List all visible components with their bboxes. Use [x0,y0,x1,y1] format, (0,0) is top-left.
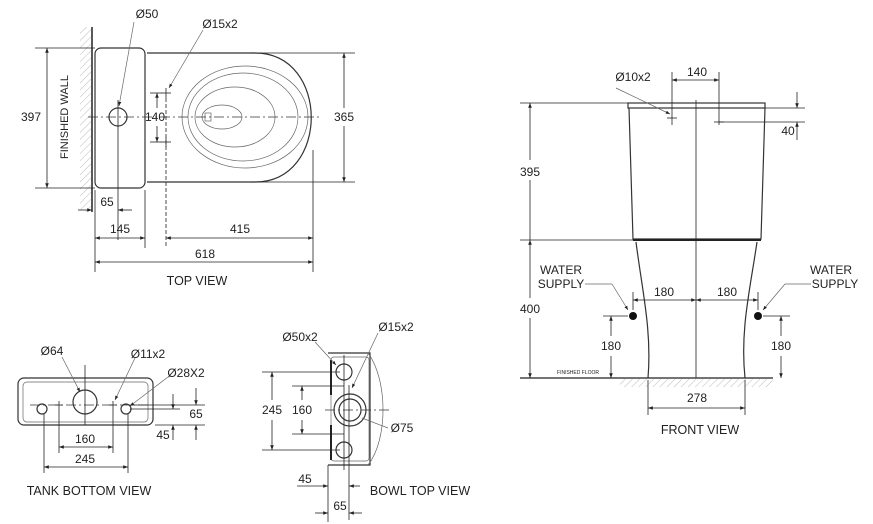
top-view: 397 FINISHED WALL 365 140 65 145 415 618… [21,7,355,288]
dim-395: 395 [520,165,540,179]
callout-small-holes: Ø15x2 [378,320,414,334]
water-supply-right-dot [754,312,762,320]
dim-365: 365 [334,110,354,124]
front-view-title: FRONT VIEW [661,423,739,437]
floor-hatch [620,379,773,387]
callout-small-holes: Ø11x2 [131,347,166,361]
dim-180-left: 180 [654,285,674,299]
top-view-title: TOP VIEW [167,274,228,288]
outlet-hole [72,389,98,415]
hole-right [120,403,132,415]
front-view: FINISHED FLOOR 395 400 140 Ø10x2 40 180 … [520,65,858,437]
dim-140: 140 [145,110,165,124]
wall-hatch [80,27,91,212]
dim-40: 40 [781,124,795,138]
bowl-top-view-title: BOWL TOP VIEW [370,484,470,498]
water-supply-left-dot [629,312,637,320]
finished-floor-label: FINISHED FLOOR [557,370,599,376]
tank-body [628,107,766,240]
dim-400: 400 [520,302,540,316]
callout-holes: Ø10x2 [615,70,651,84]
bowl-pedestal [635,241,758,379]
callout-holes: Ø50x2 [282,330,318,344]
tank-outline [94,47,146,189]
svg-text:WATER: WATER [540,263,582,277]
svg-text:SUPPLY: SUPPLY [812,277,858,291]
tank-lid [627,102,766,109]
hole-left [36,403,48,415]
dim-180-height-left: 180 [601,339,621,353]
dim-160: 160 [75,432,95,446]
water-supply-right-label: WATER SUPPLY [762,263,858,311]
dim-145: 145 [110,222,130,236]
dim-397: 397 [21,110,41,124]
dim-140: 140 [687,65,707,79]
callout-outlet: Ø64 [41,344,64,358]
dim-65: 65 [100,195,114,209]
tank-bottom-view: 160 245 65 45 Ø64 Ø11x2 Ø28X2 TANK BOTTO… [17,344,205,498]
dim-618: 618 [195,247,215,261]
dim-45: 45 [156,428,170,442]
bowl-outline [147,52,312,183]
callout-holes: Ø28X2 [167,366,205,380]
svg-text:WATER: WATER [810,263,852,277]
dim-45: 45 [298,472,312,486]
callout-inlet: Ø75 [391,421,414,435]
tank-bottom-outline [17,377,154,426]
dim-180-height-right: 180 [771,339,791,353]
callout-outlet: Ø50 [136,7,159,21]
callout-holes: Ø15x2 [202,17,238,31]
svg-text:SUPPLY: SUPPLY [538,277,584,291]
dim-245: 245 [75,452,95,466]
dim-415: 415 [230,222,250,236]
dim-278: 278 [687,391,707,405]
bowl-top-view: 245 160 45 65 Ø50x2 Ø15x2 Ø75 BOWL TOP V… [262,320,470,522]
tank-bottom-view-title: TANK BOTTOM VIEW [27,484,152,498]
dim-160: 160 [292,403,312,417]
dim-65: 65 [333,499,347,513]
water-supply-left-label: WATER SUPPLY [538,263,629,311]
dim-65: 65 [189,407,203,421]
finished-wall-label: FINISHED WALL [59,75,71,159]
dim-180-right: 180 [717,285,737,299]
mount-holes [161,88,171,246]
dim-245: 245 [262,403,282,417]
